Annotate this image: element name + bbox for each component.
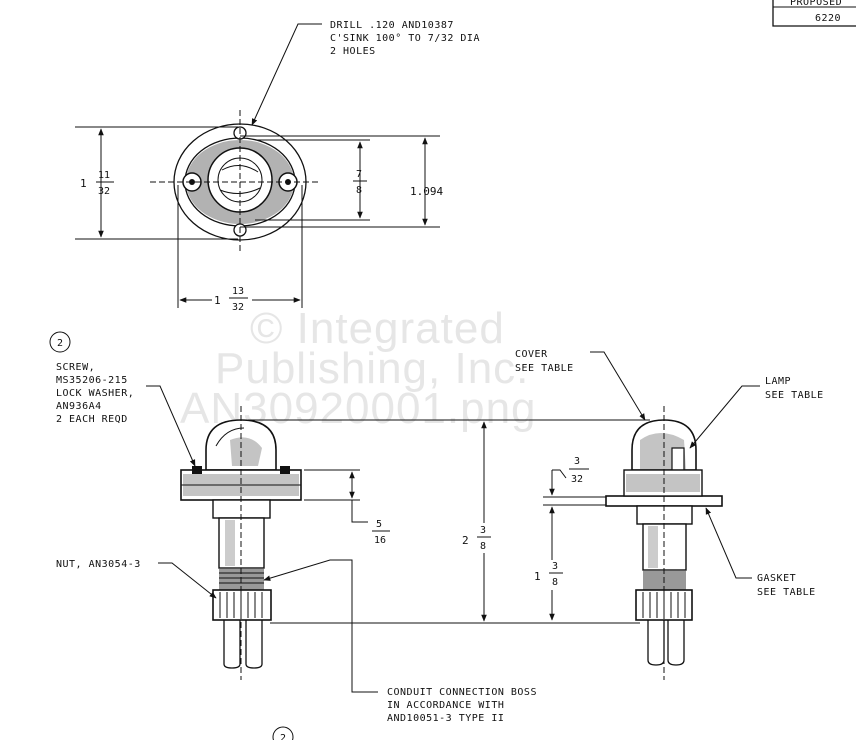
dim-boss-5-16: 5 16 [304, 469, 390, 546]
gasket-callout: GASKET SEE TABLE [705, 507, 816, 598]
title-block: PROPOSED 6220 [772, 0, 856, 27]
dim-outer-value: 1.094 [410, 185, 443, 198]
watermark: © Integrated Publishing, Inc. AN30920001… [180, 304, 536, 433]
gasket-line1: GASKET [757, 573, 796, 584]
top-view: DRILL .120 AND10387 C'SINK 100° TO 7/32 … [75, 20, 480, 308]
cover-callout: COVER SEE TABLE [515, 349, 646, 421]
dim-width-num: 13 [232, 286, 244, 297]
nut-callout: NUT, AN3054-3 [56, 559, 217, 599]
screw-line5: 2 EACH REQD [56, 414, 128, 425]
watermark-line2: Publishing, Inc. [215, 344, 529, 393]
cover-line1: COVER [515, 349, 548, 360]
conduit-line1: CONDUIT CONNECTION BOSS [387, 687, 537, 698]
dim-flange-3-32: 3 32 [543, 456, 612, 530]
drill-callout-line1: DRILL .120 AND10387 [330, 20, 454, 31]
title-block-line2: 6220 [815, 13, 841, 24]
dim-height-num: 11 [98, 170, 110, 181]
screw-callout: SCREW, MS35206-215 LOCK WASHER, AN936A4 … [56, 362, 196, 467]
dim-height-whole: 1 [80, 177, 87, 190]
dim-height-den: 32 [98, 186, 110, 197]
screw-line4: AN936A4 [56, 401, 102, 412]
drill-callout-line3: 2 HOLES [330, 46, 376, 57]
dim-overall-num: 3 [480, 525, 486, 536]
dim-lower-num: 3 [552, 561, 558, 572]
conduit-callout: CONDUIT CONNECTION BOSS IN ACCORDANCE WI… [263, 559, 537, 724]
view-marker-upper-label: 2 [57, 338, 63, 349]
dim-width-whole: 1 [214, 294, 221, 307]
nut-left [212, 589, 272, 621]
nut-label: NUT, AN3054-3 [56, 559, 141, 570]
lamp-bulb-right [671, 447, 685, 471]
dim-boss-den: 16 [374, 535, 386, 546]
screw-line3: LOCK WASHER, [56, 388, 134, 399]
dim-lower-1-3-8: 1 3 8 [530, 508, 570, 621]
dim-boss-num: 5 [376, 519, 382, 530]
title-block-line1: PROPOSED [790, 0, 842, 8]
conduit-line3: AND10051-3 TYPE II [387, 713, 504, 724]
dim-height-1-11-32: 1 11 32 [80, 128, 114, 238]
dim-width-1-13-32: 1 13 32 [179, 284, 301, 313]
drill-callout-line2: C'SINK 100° TO 7/32 DIA [330, 33, 480, 44]
dim-overall-whole: 2 [462, 534, 469, 547]
screw-line1: SCREW, [56, 362, 95, 373]
dim-lower-den: 8 [552, 577, 558, 588]
left-side-view [180, 406, 302, 680]
dim-inner-7-8: 7 8 [353, 141, 367, 219]
lamp-line2: SEE TABLE [765, 390, 824, 401]
right-side-view [605, 406, 723, 680]
view-marker-lower-label: 2 [280, 733, 286, 740]
watermark-line1: © Integrated [250, 304, 505, 353]
cover-line2: SEE TABLE [515, 363, 574, 374]
dim-overall-den: 8 [480, 541, 486, 552]
view-marker-lower: 2 [272, 726, 294, 740]
dim-overall-2-3-8: 2 3 8 [248, 419, 650, 624]
dim-inner-num: 7 [356, 169, 362, 180]
view-marker-upper: 2 [49, 331, 71, 353]
dim-outer-1-094: 1.094 [410, 137, 443, 226]
dim-flange-den: 32 [571, 474, 583, 485]
screw-line2: MS35206-215 [56, 375, 128, 386]
dim-flange-num: 3 [574, 456, 580, 467]
conduit-line2: IN ACCORDANCE WITH [387, 700, 504, 711]
lamp-callout: LAMP SEE TABLE [689, 376, 824, 449]
gasket-line2: SEE TABLE [757, 587, 816, 598]
dim-lower-whole: 1 [534, 570, 541, 583]
dim-inner-den: 8 [356, 185, 362, 196]
lamp-line1: LAMP [765, 376, 791, 387]
dim-width-den: 32 [232, 302, 244, 313]
